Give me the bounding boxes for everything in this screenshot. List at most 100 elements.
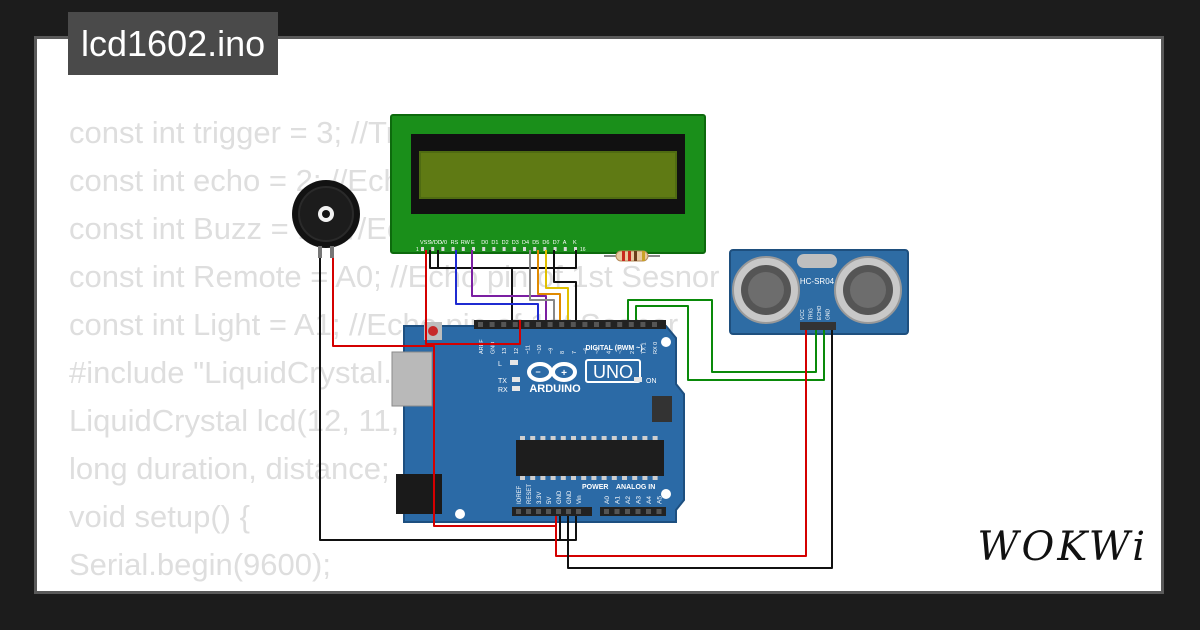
chip-pin[interactable] [653,436,658,440]
led-l-label: L [498,361,502,368]
lcd-pin-label: D4 [522,240,529,246]
digital-pin-label: 12 [514,348,520,354]
chip-pin[interactable] [571,436,576,440]
chip-pin[interactable] [561,476,566,480]
power-pin[interactable] [526,509,531,514]
arduino-board[interactable]: DIGITAL (PWM ~) AREFGND1312~11~10~987~6~… [392,320,684,522]
analog-pin-label: A1 [615,496,622,504]
lcd-pin-label: RW [461,240,471,246]
lcd-pin[interactable] [503,247,506,251]
lcd-pin[interactable] [533,247,536,251]
chip-pin[interactable] [642,476,647,480]
led-tx-label: TX [498,378,507,385]
buzzer[interactable] [292,180,360,258]
lcd-pin[interactable] [523,247,526,251]
chip-pin[interactable] [520,476,525,480]
power-pin[interactable] [556,509,561,514]
chip-pin[interactable] [540,436,545,440]
lcd-pin[interactable] [441,247,444,251]
chip-pin[interactable] [602,476,607,480]
power-pin[interactable] [516,509,521,514]
chip-pin[interactable] [612,476,617,480]
lcd-pin-label: D1 [491,240,498,246]
digital-pin-label: AREF [479,339,485,354]
chip-pin[interactable] [540,476,545,480]
chip-pin[interactable] [653,476,658,480]
chip-pin[interactable] [602,436,607,440]
wire-purple-e [472,250,546,320]
ultrasonic-sensor[interactable]: HC-SR04 VCCTRIGECHOGND [730,250,908,334]
chip-pin[interactable] [581,436,586,440]
power-pin-label: GND [557,490,563,504]
sensor-pin-label: ECHO [817,305,823,320]
analog-pin[interactable] [625,509,630,514]
sensor-model-label: HC-SR04 [800,277,835,286]
lcd-pin-label: D6 [542,240,549,246]
chip-pin[interactable] [632,476,637,480]
lcd-pin-label: RS [451,240,459,246]
chip-pin[interactable] [632,436,637,440]
digital-pin[interactable] [640,322,645,327]
chip-pin[interactable] [561,436,566,440]
digital-pin-label: 4 [607,351,613,354]
chip-pin[interactable] [530,476,535,480]
power-pin[interactable] [546,509,551,514]
chip-pin[interactable] [591,476,596,480]
chip-pin[interactable] [581,476,586,480]
arduino-model: UNO [593,362,633,382]
power-pin[interactable] [536,509,541,514]
power-pin-label: GND [567,490,573,504]
power-pin[interactable] [576,509,581,514]
analog-pin[interactable] [636,509,641,514]
analog-pin[interactable] [615,509,620,514]
digital-pin[interactable] [478,322,483,327]
chip-pin[interactable] [642,436,647,440]
chip-pin[interactable] [591,436,596,440]
digital-pin[interactable] [617,322,622,327]
lcd-pin[interactable] [513,247,516,251]
digital-pin[interactable] [490,322,495,327]
sensor-pin-label: VCC [800,309,806,320]
analog-pin[interactable] [604,509,609,514]
lcd-pin-label: K [573,240,577,246]
digital-pin[interactable] [582,322,587,327]
digital-pin[interactable] [559,322,564,327]
power-header-label: POWER [582,484,608,491]
digital-pin[interactable] [501,322,506,327]
lcd-pin-first: 1 [416,247,419,253]
lcd-pin[interactable] [492,247,495,251]
lcd-pin[interactable] [482,247,485,251]
chip-pin[interactable] [622,436,627,440]
digital-pin-label: ~6 [583,348,589,354]
digital-pin[interactable] [606,322,611,327]
digital-pin[interactable] [594,322,599,327]
digital-pin[interactable] [524,322,529,327]
digital-pin-label: 13 [502,348,508,354]
analog-pin-label: A3 [636,496,643,504]
digital-pin[interactable] [571,322,576,327]
lcd-pin[interactable] [421,247,424,251]
digital-pin[interactable] [652,322,657,327]
lcd-pin-label: D3 [512,240,519,246]
lcd-module[interactable]: VSSVDDV0RSRWED0D1D2D3D4D5D6D7AK 1 16 [391,115,705,253]
lcd-pin[interactable] [564,247,567,251]
lcd-pin[interactable] [462,247,465,251]
digital-pin[interactable] [629,322,634,327]
power-pin[interactable] [566,509,571,514]
analog-pin[interactable] [646,509,651,514]
digital-pin[interactable] [548,322,553,327]
digital-pin[interactable] [536,322,541,327]
digital-pin[interactable] [513,322,518,327]
digital-pin-label: ~11 [525,345,531,354]
analog-pin[interactable] [657,509,662,514]
filename-tab: lcd1602.ino [68,12,278,75]
chip-pin[interactable] [622,476,627,480]
chip-pin[interactable] [530,436,535,440]
chip-pin[interactable] [551,436,556,440]
chip-pin[interactable] [612,436,617,440]
chip-pin[interactable] [520,436,525,440]
chip-pin[interactable] [551,476,556,480]
lcd-pin[interactable] [431,247,434,251]
chip-pin[interactable] [571,476,576,480]
lcd-pin[interactable] [452,247,455,251]
